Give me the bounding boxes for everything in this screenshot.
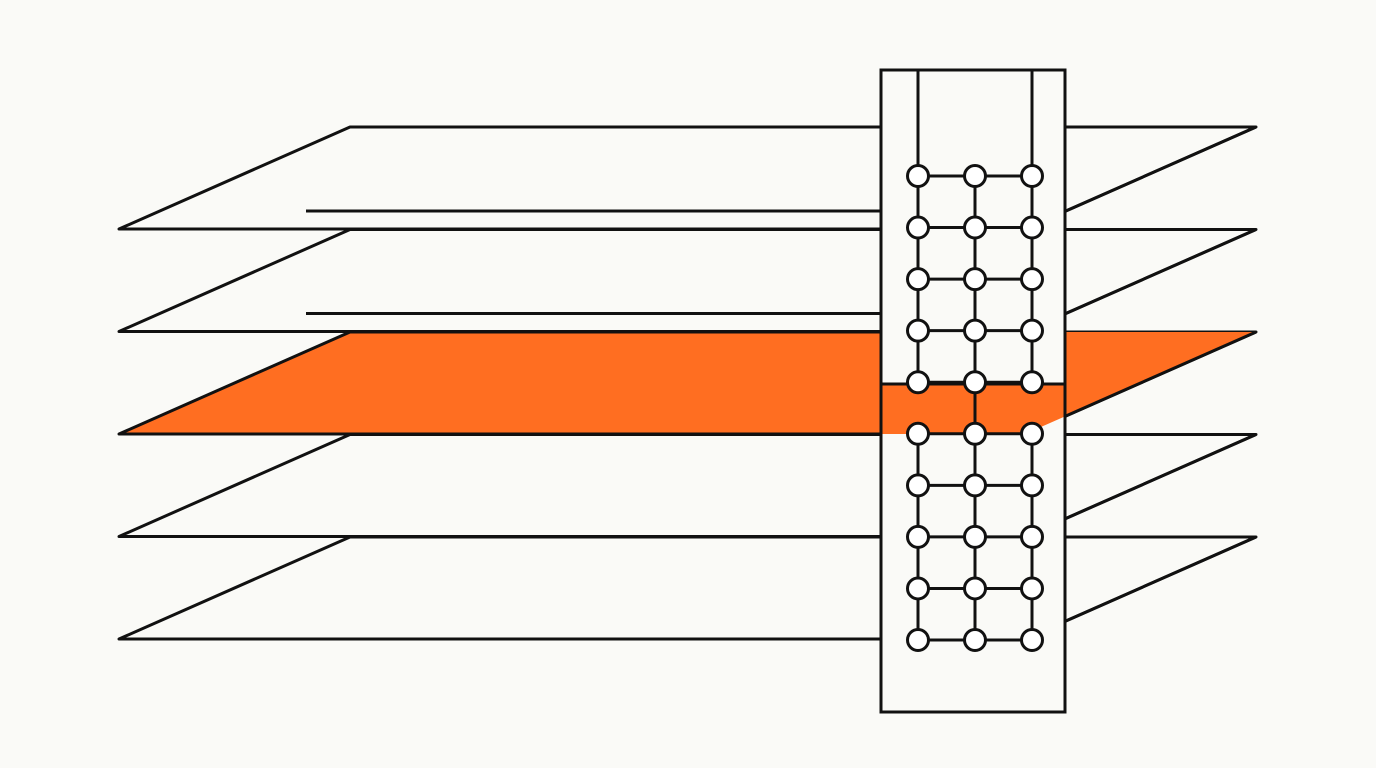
layer-plane-3-column-band [881, 384, 1065, 434]
grid-node [906, 267, 930, 292]
layer-plane-1-side-edge [1064, 125, 1257, 213]
grid-node [963, 318, 987, 343]
node-grid [906, 164, 1044, 652]
layer-plane-2-side-edge [1064, 228, 1257, 316]
grid-node [963, 628, 987, 652]
layer-plane-4-face [117, 433, 1258, 538]
layer-plane-2-face [117, 228, 1258, 333]
grid-node [963, 524, 987, 549]
grid-node [1020, 421, 1044, 446]
grid-node [963, 576, 987, 601]
layer-plane-1-face [117, 125, 1258, 231]
grid-node [963, 164, 987, 188]
grid-node [963, 267, 987, 292]
grid-node [1020, 318, 1044, 343]
layer-plane-2-right [1064, 228, 1257, 316]
layer-plane-3-side-edge [1064, 330, 1257, 418]
grid-node [906, 473, 930, 498]
grid-node [963, 215, 987, 240]
grid-node [906, 215, 930, 240]
layer-plane-5-right [1064, 535, 1257, 623]
layer-plane-1 [117, 125, 1258, 231]
layer-plane-5-face [117, 535, 1258, 641]
grid-node [963, 473, 987, 498]
grid-node [906, 421, 930, 446]
layer-plane-4 [117, 433, 1258, 538]
grid-node [1020, 267, 1044, 292]
grid-node [1020, 164, 1044, 188]
grid-node [1020, 370, 1044, 395]
grid-node [1020, 524, 1044, 549]
grid-node [906, 628, 930, 652]
grid-node [906, 318, 930, 343]
layer-plane-5 [117, 535, 1258, 641]
grid-node [906, 524, 930, 549]
upper-layer-stack [881, 125, 1257, 623]
layer-plane-2 [117, 228, 1258, 333]
grid-node [906, 164, 930, 188]
layer-plane-5-side-edge [1064, 535, 1257, 623]
grid-node [906, 370, 930, 395]
grid-node [963, 421, 987, 446]
grid-node [1020, 473, 1044, 498]
layer-plane-4-right [1064, 433, 1257, 521]
layer-plane-1-right [1064, 125, 1257, 213]
grid-node [1020, 576, 1044, 601]
vertical-column-outline [879, 68, 1067, 714]
grid-node [1020, 215, 1044, 240]
grid-node [1020, 628, 1044, 652]
grid-node [906, 576, 930, 601]
layer-plane-4-side-edge [1064, 433, 1257, 521]
grid-node [963, 370, 987, 395]
